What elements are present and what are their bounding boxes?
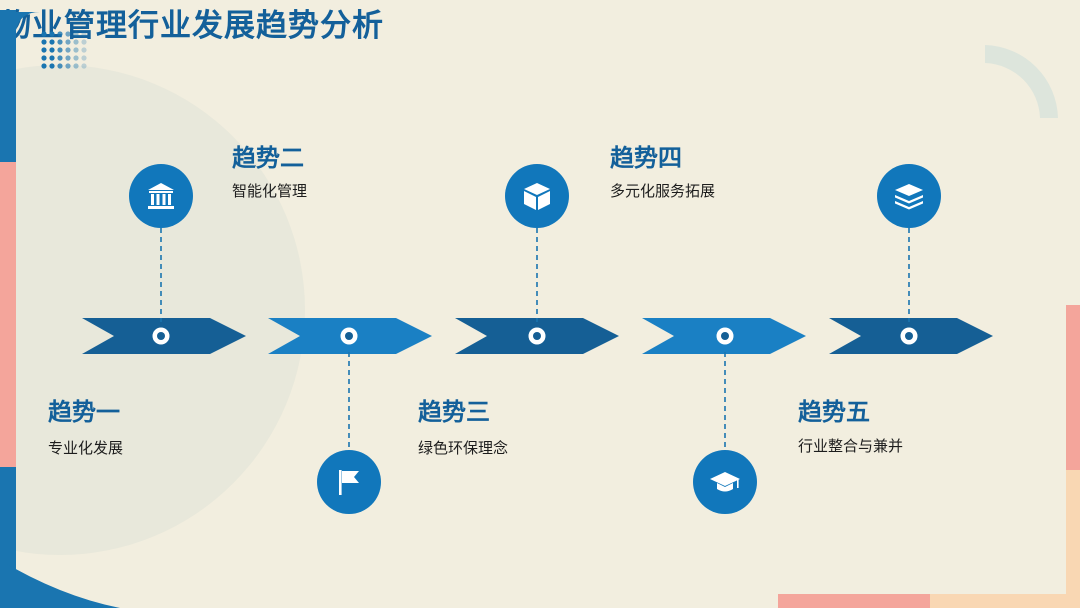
page-title: 物业管理行业发展趋势分析 <box>0 8 384 44</box>
trend-5-title: 趋势五 <box>798 398 870 426</box>
right-strip-pink <box>1066 305 1080 470</box>
top-right-arc <box>985 45 1058 118</box>
left-strip-pink <box>0 162 16 467</box>
bank-icon <box>148 183 174 209</box>
icon-circle-trend-5 <box>877 164 941 228</box>
cube-icon <box>524 183 550 210</box>
trend-3-desc: 绿色环保理念 <box>418 439 509 457</box>
trend-2-title: 趋势二 <box>232 144 304 172</box>
graduation-cap-icon <box>710 472 740 492</box>
icon-circle-trend-2 <box>129 164 193 228</box>
bottom-strip-peach <box>930 594 1080 608</box>
trend-2-desc: 智能化管理 <box>232 182 308 200</box>
trend-3-title: 趋势三 <box>418 398 490 426</box>
trend-5-desc: 行业整合与兼并 <box>798 437 904 455</box>
left-strip-blue-top <box>0 10 16 162</box>
icon-circle-trend-1 <box>317 450 381 514</box>
icon-circle-trend-4 <box>505 164 569 228</box>
flag-icon <box>339 470 359 495</box>
dot-grid-icon <box>41 31 87 69</box>
bottom-strip-pink <box>778 594 930 608</box>
bottom-left-band <box>0 560 120 608</box>
trend-1-desc: 专业化发展 <box>48 439 124 457</box>
right-strip-peach <box>1066 470 1080 608</box>
layers-icon <box>895 184 923 210</box>
background-circle <box>0 65 305 555</box>
icon-circle-trend-3 <box>693 450 757 514</box>
trend-1-title: 趋势一 <box>48 398 120 426</box>
top-left-curve <box>0 12 40 30</box>
trend-4-desc: 多元化服务拓展 <box>610 182 716 200</box>
trend-4-title: 趋势四 <box>610 144 682 172</box>
